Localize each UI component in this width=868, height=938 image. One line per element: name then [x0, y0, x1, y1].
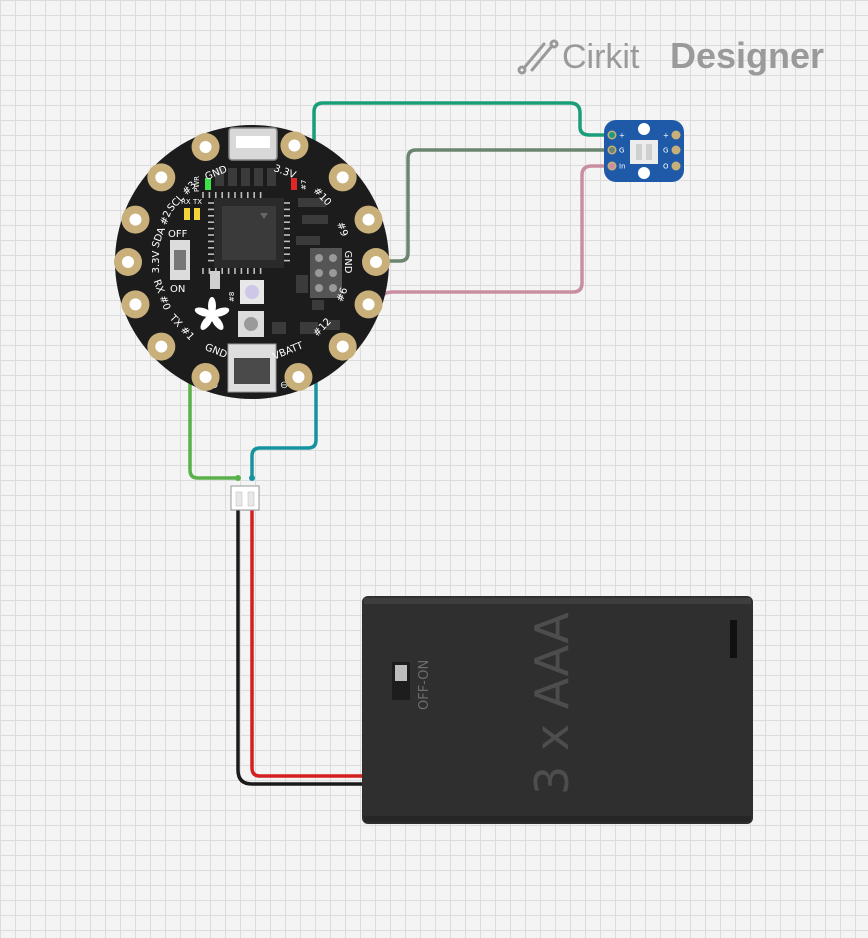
- led-7-label: #7: [300, 180, 308, 190]
- pad-gnd-3[interactable]: GND: [342, 248, 390, 276]
- wire-3v3-to-sensor[interactable]: [312, 101, 614, 155]
- flower-petal: [200, 314, 213, 330]
- pad-label: 3.3V: [151, 250, 162, 273]
- sensor-module[interactable]: +GIn+GO: [604, 120, 684, 182]
- battery-switch-label: OFF-ON: [417, 660, 432, 710]
- switch-off-label: OFF: [168, 229, 188, 240]
- battery-power-switch[interactable]: [392, 662, 410, 700]
- logo-designer-text: Designer: [670, 35, 824, 76]
- pad-hole: [129, 213, 142, 226]
- sensor-pin-right-label: G: [663, 147, 668, 155]
- pin-header: [310, 248, 342, 298]
- pad-hole: [199, 141, 212, 154]
- pad-hole: [292, 370, 305, 383]
- pad-hole: [336, 340, 349, 353]
- pad-hole: [155, 171, 168, 184]
- pad-hole: [199, 370, 212, 383]
- pwr-label: PWR: [193, 176, 201, 192]
- pad-hole: [155, 340, 168, 353]
- power-switch[interactable]: [170, 240, 190, 280]
- cirkit-logo-icon: [517, 39, 559, 75]
- jst-pin-vbatt[interactable]: [249, 475, 255, 481]
- pad--6-4[interactable]: #6: [335, 286, 383, 319]
- led-8-label: #8: [228, 292, 236, 302]
- pad--10-1[interactable]: #10: [311, 163, 357, 208]
- pad--9-2[interactable]: #9: [334, 205, 383, 239]
- pad-3-3v-10[interactable]: 3.3V: [114, 248, 162, 276]
- neopixel-led: [240, 280, 264, 304]
- wire-battery-black[interactable]: [236, 508, 366, 786]
- adafruit-flower-icon: [194, 297, 230, 330]
- microcontroller-chip: [202, 192, 290, 274]
- pad-hole: [122, 256, 134, 268]
- sensor-pin-right[interactable]: [671, 145, 681, 155]
- sensor-pin-right-label: O: [663, 163, 669, 171]
- flora-board[interactable]: OFF ON PWR #7 RX TX #8 ⊕ ⊖ 3.3V#10#9G: [114, 125, 390, 399]
- pwr-led: [205, 178, 211, 190]
- pad-hole: [129, 298, 142, 311]
- tx-label: TX: [192, 198, 202, 206]
- sensor-pin-right-label: +: [663, 132, 669, 140]
- pad-hole: [288, 139, 301, 152]
- sensor-pin-right[interactable]: [671, 161, 681, 171]
- wire-gnd-to-battery[interactable]: [188, 366, 240, 480]
- battery-slot-mark: [730, 620, 737, 658]
- switch-on-label: ON: [170, 284, 185, 295]
- battery-minus-label: ⊖: [280, 380, 288, 391]
- logo-cirkit-text: Cirkit: [562, 38, 640, 76]
- sensor-pin-left-label: In: [619, 163, 626, 171]
- flower-petal: [211, 314, 224, 330]
- battery-jst-socket: [227, 343, 277, 393]
- wires: [188, 101, 614, 786]
- flower-petal: [208, 297, 216, 315]
- wire-endpoint: [609, 132, 615, 138]
- rx-led: [184, 208, 190, 220]
- cirkit-logo: Cirkit Designer: [517, 35, 824, 76]
- pad-label: #9: [334, 221, 349, 239]
- flower-petal: [211, 307, 230, 317]
- battery-label: 3 x AAA: [525, 612, 579, 795]
- reset-button[interactable]: [238, 311, 264, 337]
- wire-endpoint: [609, 163, 615, 169]
- pad-hole: [336, 171, 349, 184]
- sensor-pin-right[interactable]: [671, 130, 681, 140]
- tx-led: [194, 208, 200, 220]
- smd-components: [210, 168, 340, 334]
- battery-pack[interactable]: OFF-ON 3 x AAA: [362, 596, 753, 824]
- jst-pin-gnd[interactable]: [235, 475, 241, 481]
- wire-vbatt-to-battery[interactable]: [250, 366, 318, 480]
- flower-petal: [194, 307, 213, 317]
- rx-label: RX: [181, 198, 191, 206]
- led-7: [291, 178, 297, 190]
- sensor-pin-left-label: +: [619, 132, 625, 140]
- jst-connector: [230, 475, 260, 511]
- pad-label: GND: [342, 251, 353, 274]
- wire-endpoint: [609, 147, 615, 153]
- pad-hole: [362, 213, 375, 226]
- wire-battery-red[interactable]: [250, 508, 366, 778]
- wire-gnd-to-sensor[interactable]: [373, 148, 614, 263]
- pad-label: #6: [335, 286, 350, 304]
- sensor-pin-left-label: G: [619, 147, 624, 155]
- pad-hole: [362, 298, 375, 311]
- pad-hole: [370, 256, 382, 268]
